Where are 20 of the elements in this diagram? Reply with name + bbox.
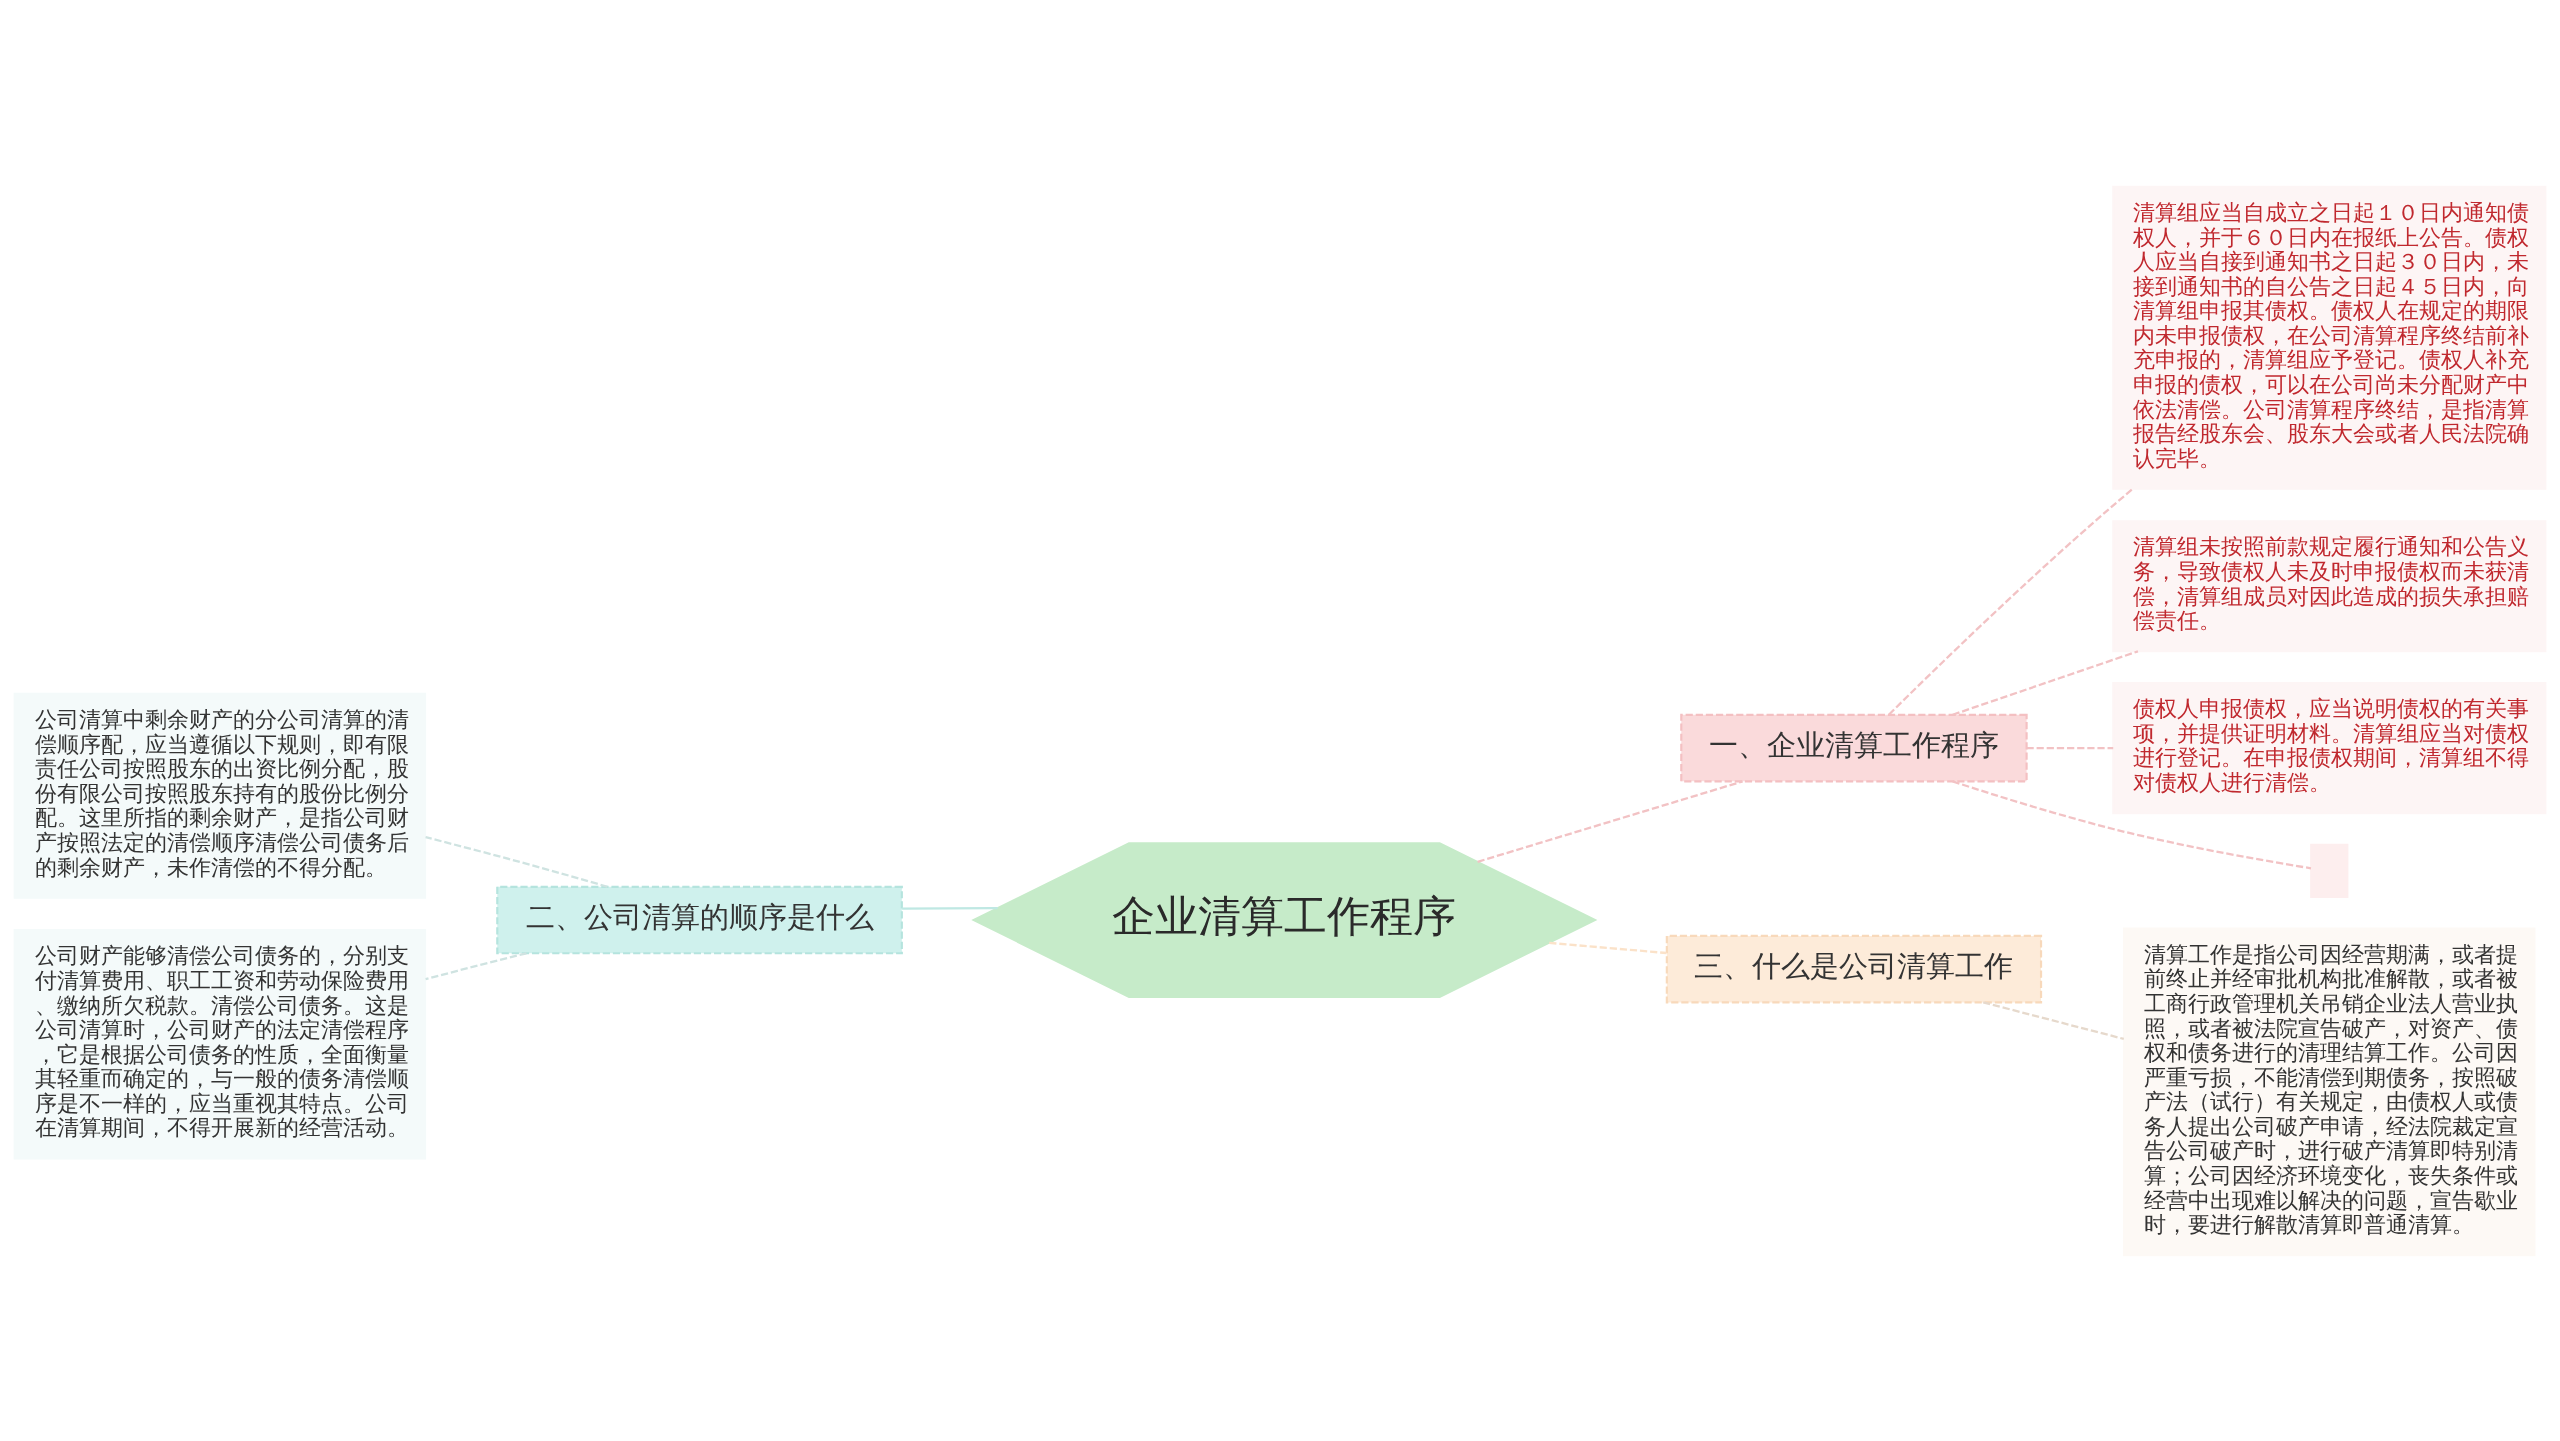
- node-box: 清算组未按照前款规定履行通知和公告义务，导致债权人未及时申报债权而未获清偿，清算组成员对因此造成的损失承担赔偿责任。: [2112, 519, 2547, 652]
- connector: [2026, 746, 2114, 749]
- connector: [902, 906, 998, 910]
- node-box: 公司财产能够清偿公司债务的，分别支付清算费用、职工工资和劳动保险费用、缴纳所欠税款。清偿公司债务。这是公司清算时，公司财产的法定清偿程序，它是根据公司债务的性质，全面衡量其轻重而确定的，与一般的债务清偿顺序是不一样的，应当重视其特点。公司在清算期间，不得开展新的经营活动。: [13, 928, 427, 1159]
- connector: [1888, 487, 2134, 715]
- node-box: 一、企业清算工作程序: [1680, 713, 2028, 782]
- node-box: 三、什么是公司清算工作: [1665, 934, 2043, 1003]
- connector: [425, 835, 608, 888]
- connector: [1952, 649, 2139, 716]
- node-box: 债权人申报债权，应当说明债权的有关事项，并提供证明材料。清算组应当对债权进行登记。在申报债权期间，清算组不得对债权人进行清偿。: [2112, 681, 2547, 814]
- connector: [425, 951, 527, 980]
- connector: [1982, 1000, 2125, 1040]
- connector: [1549, 941, 1667, 954]
- node-box: 清算工作是指公司因经营期满，或者提前终止并经审批机构批准解散，或者被工商行政管理机关吊销企业法人营业执照，或者被法院宣告破产，对资产、债权和债务进行的清理结算工作。公司因严重亏损，不能清偿到期债务，按照破产法（试行）有关规定，由债权人或债务人提出公司破产申请，经法院裁定宣告公司破产时，进行破产清算即特别清算；公司因经济环境变化，丧失条件或经营中出现难以解决的问题，宣告歇业时，要进行解散清算即普通清算。: [2123, 927, 2536, 1256]
- node-box: 公司清算中剩余财产的分公司清算的清偿顺序配，应当遵循以下规则，即有限责任公司按照股东的出资比例分配，股份有限公司按照股东持有的股份比例分配。这里所指的剩余财产，是指公司财产按照法定的清偿顺序清偿公司债务后的剩余财产，未作清偿的不得分配。: [13, 692, 427, 899]
- connector: [1477, 779, 1743, 863]
- connector: [1952, 779, 2312, 869]
- node-box: [2310, 843, 2349, 898]
- node-box: 二、公司清算的顺序是什么: [496, 885, 903, 954]
- node-box: 清算组应当自成立之日起１０日内通知债权人，并于６０日内在报纸上公告。债权人应当自接到通知书之日起３０日内，未接到通知书的自公告之日起４５日内，向清算组申报其债权。债权人在规定的期限内未申报债权，在公司清算程序终结前补充申报的，清算组应予登记。债权人补充申报的债权，可以在公司尚未分配财产中依法清偿。公司清算程序终结，是指清算报告经股东会、股东大会或者人民法院确认完毕。: [2112, 185, 2547, 490]
